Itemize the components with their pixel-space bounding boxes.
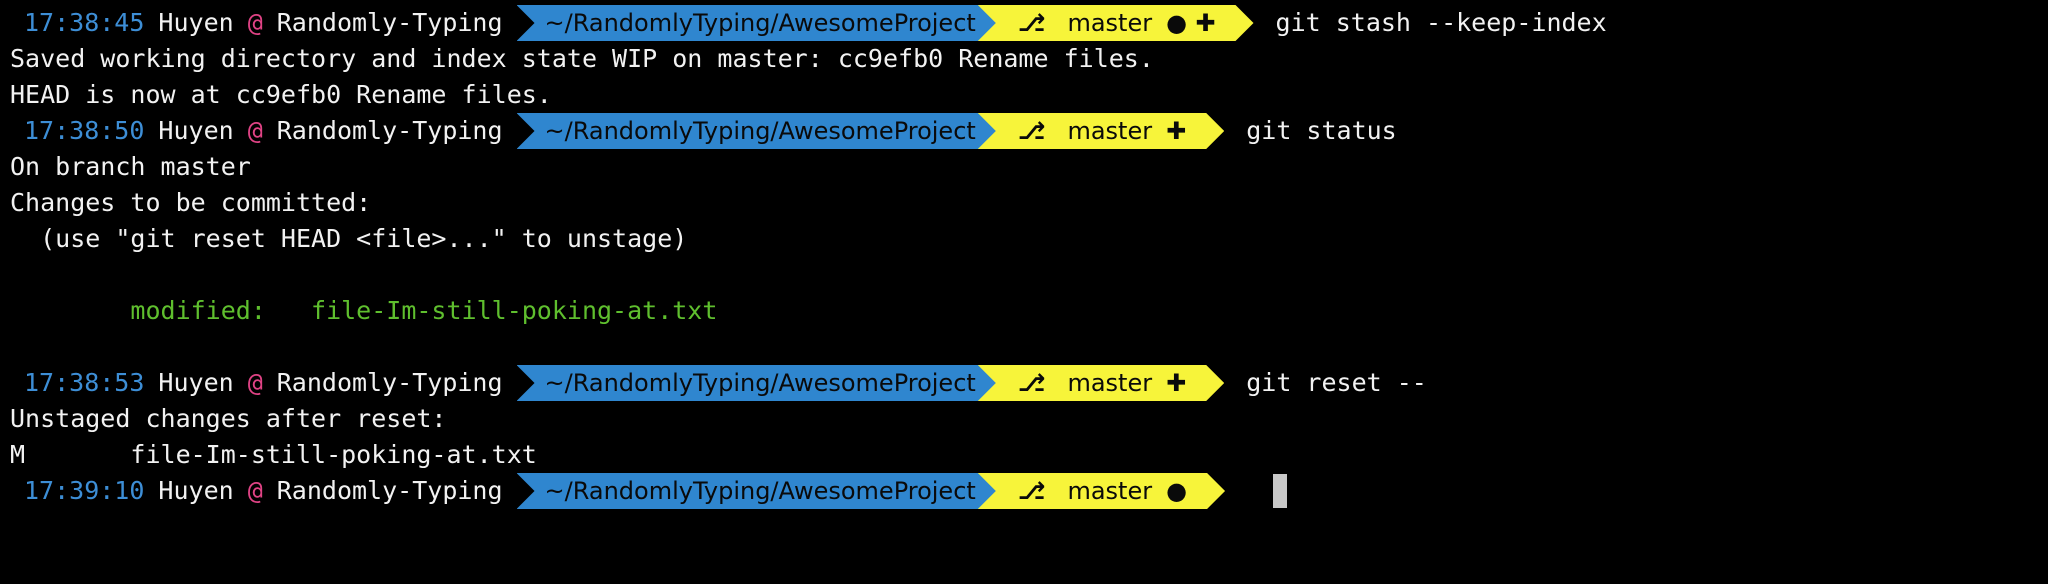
path-segment: ~/RandomlyTyping/AwesomeProject — [516, 473, 996, 509]
prompt-branch: master — [1067, 369, 1153, 397]
git-status-mark: ✚ — [1166, 117, 1187, 145]
prompt-user: Huyen — [158, 368, 234, 397]
output-line: Changes to be committed: — [10, 188, 372, 217]
command-text: git stash --keep-index — [1275, 8, 1607, 37]
prompt-path: ~/RandomlyTyping/AwesomeProject — [544, 477, 976, 505]
path-segment: ~/RandomlyTyping/AwesomeProject — [516, 5, 996, 41]
prompt-branch: master — [1067, 117, 1153, 145]
blank-line — [0, 257, 2048, 293]
git-branch-icon: ⎇ — [1017, 117, 1046, 145]
prompt-line: 17:38:50 Huyen @ Randomly-Typing ~/Rando… — [0, 113, 2048, 149]
git-branch-icon: ⎇ — [1017, 477, 1046, 505]
git-segment: ⎇ master ✚ — [978, 113, 1224, 149]
prompt-line: 17:38:53 Huyen @ Randomly-Typing ~/Rando… — [0, 365, 2048, 401]
output-line: Saved working directory and index state … — [10, 44, 1154, 73]
git-status-mark: ● — [1166, 477, 1188, 505]
command-text: git reset -- — [1246, 368, 1427, 397]
prompt-time: 17:38:45 — [24, 8, 145, 37]
blank-line — [0, 329, 2048, 365]
prompt-user: Huyen — [158, 476, 234, 505]
prompt-line: 17:38:45 Huyen @ Randomly-Typing ~/Rando… — [0, 5, 2048, 41]
prompt-path: ~/RandomlyTyping/AwesomeProject — [544, 369, 976, 397]
git-status-mark: ✚ — [1166, 369, 1187, 397]
output-line: On branch master — [10, 152, 251, 181]
output-line: HEAD is now at cc9efb0 Rename files. — [10, 80, 552, 109]
prompt-at: @ — [247, 368, 263, 397]
prompt-line: 17:39:10 Huyen @ Randomly-Typing ~/Rando… — [0, 473, 2048, 509]
prompt-branch: master — [1067, 477, 1153, 505]
prompt-user: Huyen — [158, 8, 234, 37]
git-branch-icon: ⎇ — [1017, 9, 1046, 37]
staged-file-line: modified: file-Im-still-poking-at.txt — [10, 296, 718, 325]
git-segment: ⎇ master ● — [978, 473, 1225, 509]
prompt-time: 17:38:50 — [24, 116, 145, 145]
prompt-at: @ — [247, 116, 263, 145]
prompt-at: @ — [247, 8, 263, 37]
output-line: Unstaged changes after reset: — [10, 404, 447, 433]
prompt-branch: master — [1067, 9, 1153, 37]
prompt-path: ~/RandomlyTyping/AwesomeProject — [544, 117, 976, 145]
prompt-host: Randomly-Typing — [276, 368, 503, 397]
text-cursor[interactable] — [1273, 474, 1288, 508]
git-branch-icon: ⎇ — [1017, 369, 1046, 397]
command-text: git status — [1246, 116, 1397, 145]
prompt-path: ~/RandomlyTyping/AwesomeProject — [544, 9, 976, 37]
path-segment: ~/RandomlyTyping/AwesomeProject — [516, 113, 996, 149]
git-status-mark: ● ✚ — [1166, 9, 1216, 37]
git-segment: ⎇ master ✚ — [978, 365, 1224, 401]
prompt-host: Randomly-Typing — [276, 116, 503, 145]
prompt-time: 17:39:10 — [24, 476, 145, 505]
prompt-at: @ — [247, 476, 263, 505]
git-segment: ⎇ master ● ✚ — [978, 5, 1254, 41]
prompt-host: Randomly-Typing — [276, 476, 503, 505]
path-segment: ~/RandomlyTyping/AwesomeProject — [516, 365, 996, 401]
output-line: M file-Im-still-poking-at.txt — [10, 440, 537, 469]
prompt-host: Randomly-Typing — [276, 8, 503, 37]
prompt-user: Huyen — [158, 116, 234, 145]
output-line: (use "git reset HEAD <file>..." to unsta… — [10, 224, 688, 253]
prompt-time: 17:38:53 — [24, 368, 145, 397]
